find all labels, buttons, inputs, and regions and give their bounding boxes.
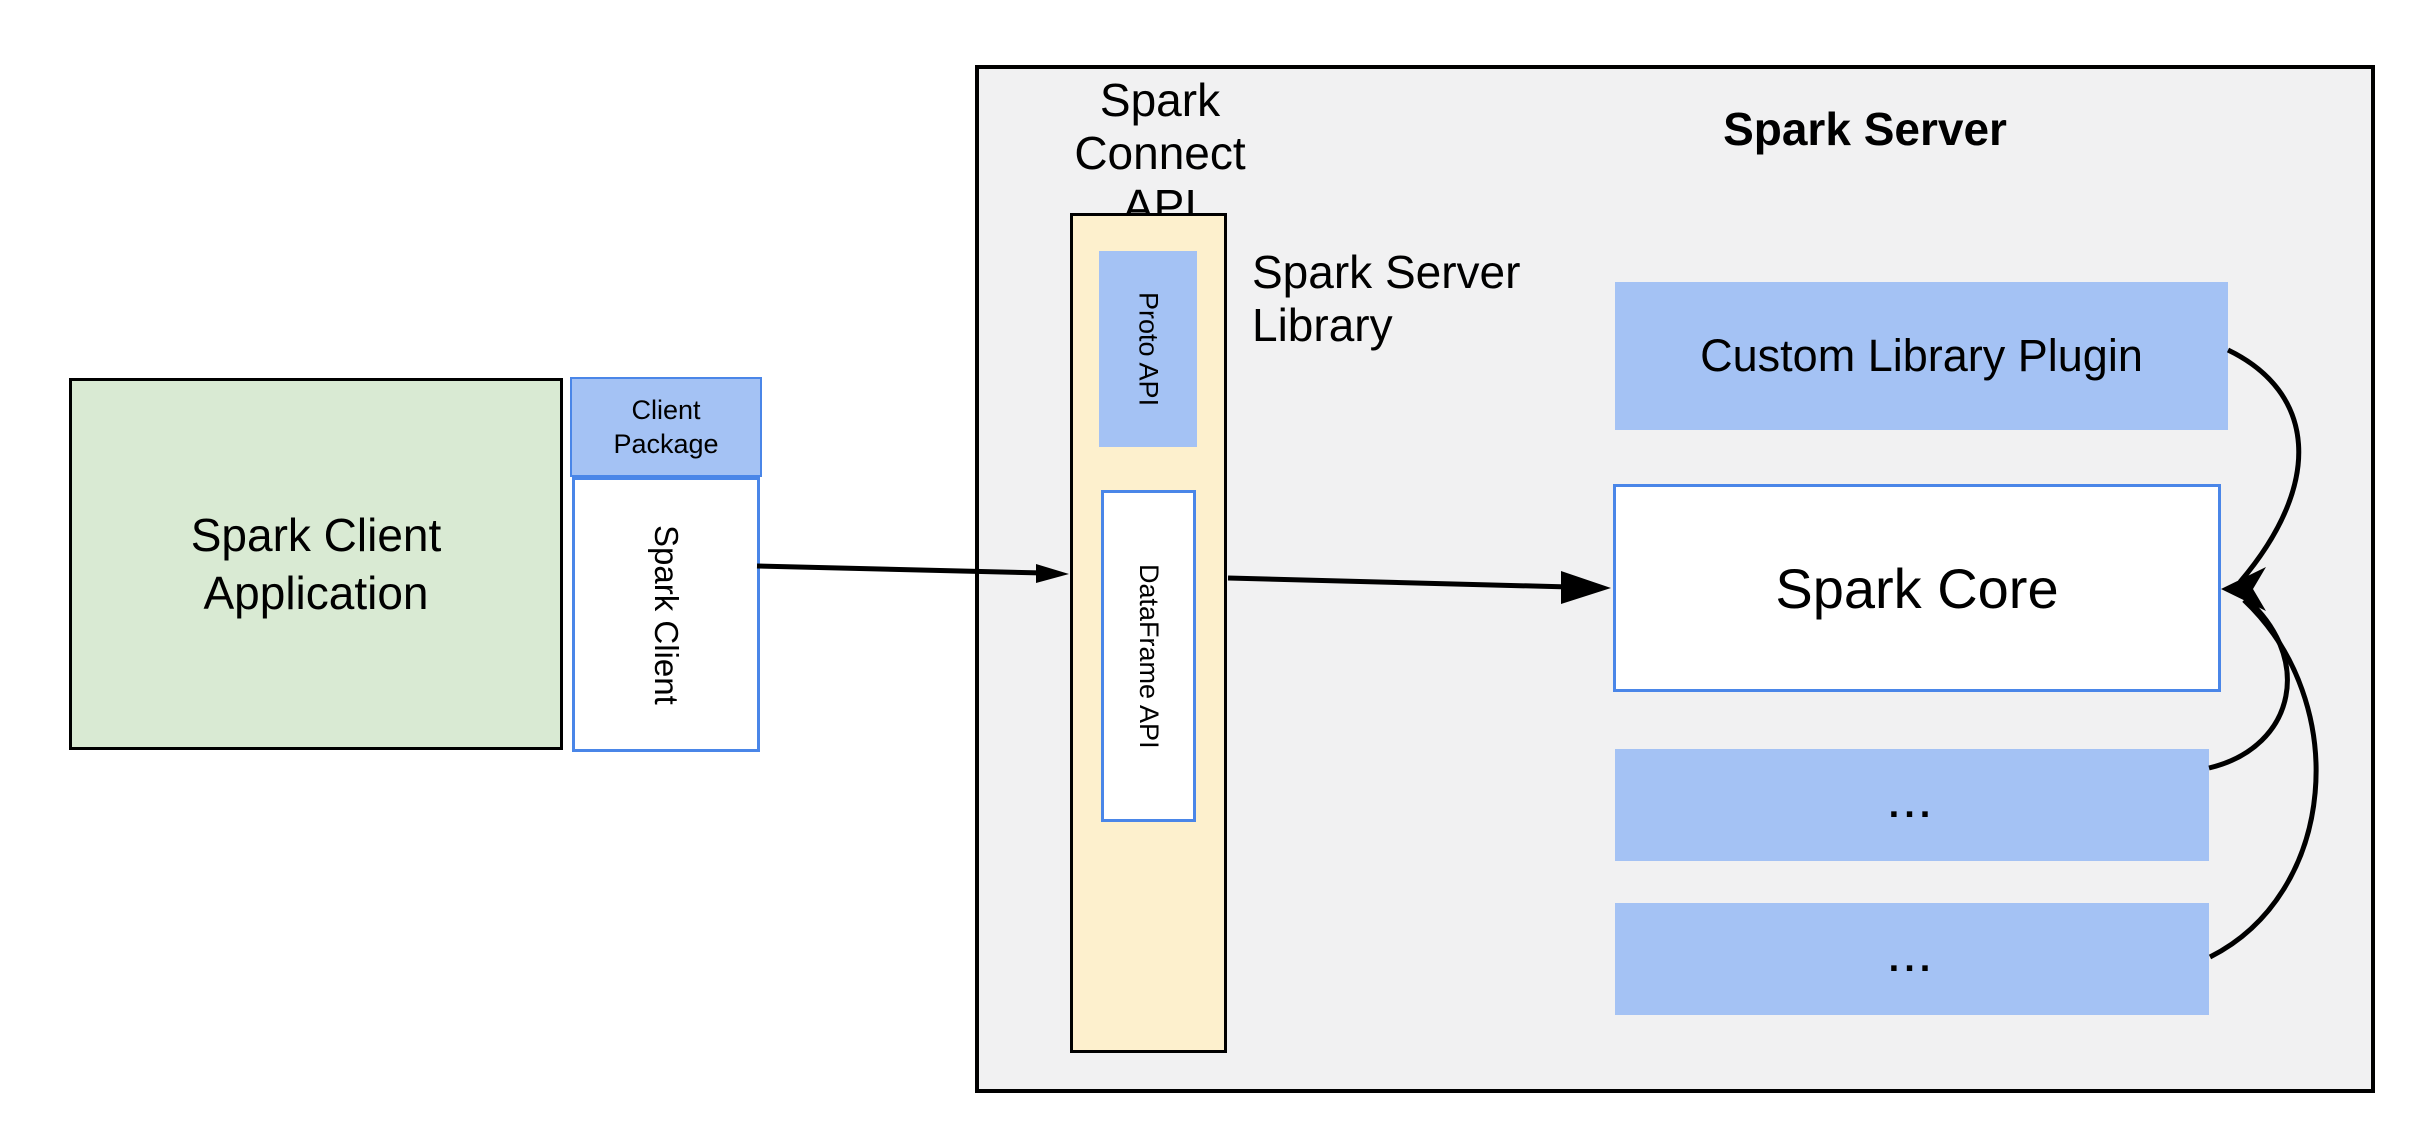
proto-api-label: Proto API <box>1133 291 1164 407</box>
spark-connect-api-title: Spark Connect API <box>1074 74 1246 232</box>
dataframe-api-box: DataFrame API <box>1101 490 1196 822</box>
custom-library-plugin-box: Custom Library Plugin <box>1615 282 2228 430</box>
spark-core-box: Spark Core <box>1613 484 2221 692</box>
module-box-2: ... <box>1615 903 2209 1015</box>
module-box-1: ... <box>1615 749 2209 861</box>
spark-client-box: Spark Client <box>572 477 760 752</box>
spark-client-application-box: Spark Client Application <box>69 378 563 750</box>
spark-server-title: Spark Server <box>1723 103 2007 155</box>
custom-library-plugin-label: Custom Library Plugin <box>1700 330 2143 381</box>
client-package-box: Client Package <box>570 377 762 477</box>
spark-core-label: Spark Core <box>1775 556 2059 620</box>
client-package-label: Client Package <box>613 395 719 459</box>
module-box-1-label: ... <box>1888 783 1936 826</box>
module-box-2-label: ... <box>1888 937 1936 980</box>
server-library-label: Spark Server Library <box>1252 246 1521 351</box>
proto-api-box: Proto API <box>1099 251 1197 447</box>
dataframe-api-label: DataFrame API <box>1134 563 1164 749</box>
spark-client-application-label: Spark Client Application <box>190 509 442 619</box>
spark-client-label: Spark Client <box>648 524 685 705</box>
